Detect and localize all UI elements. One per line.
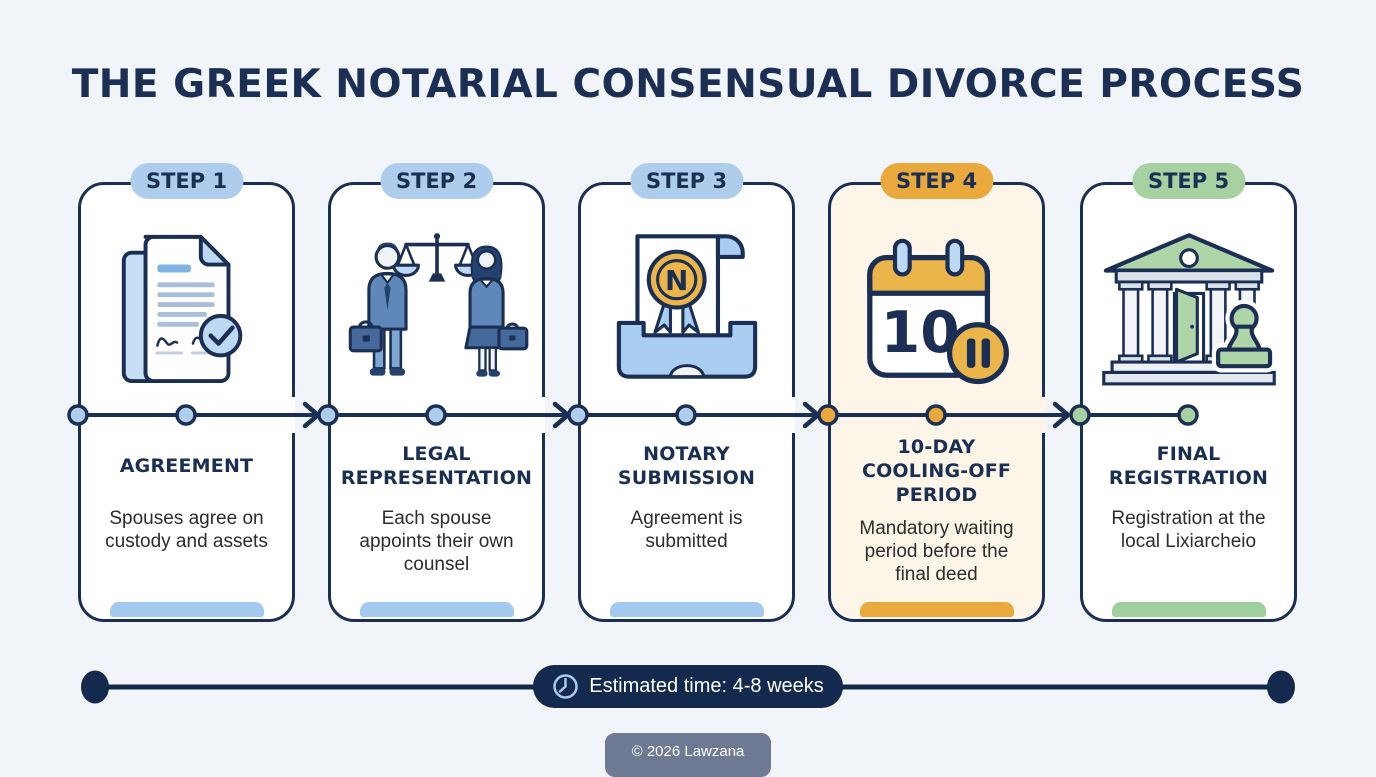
step-description: Mandatory waiting period before the fina… [859, 518, 1014, 585]
arrow-right-icon [552, 401, 571, 429]
step-card-legal-representation: STEP 2 [328, 163, 545, 622]
step-heading: FINAL REGISTRATION [1108, 443, 1269, 489]
svg-text:10: 10 [880, 300, 959, 366]
card-accent-bar [359, 602, 514, 617]
duration-endpoint-right [1267, 670, 1295, 704]
clock-icon [553, 674, 578, 699]
card-accent-bar [1111, 602, 1266, 617]
step-badge: STEP 3 [629, 163, 744, 199]
step-badge: STEP 1 [129, 163, 244, 199]
page-title: THE GREEK NOTARIAL CONSENSUAL DIVORCE PR… [71, 62, 1305, 107]
card-accent-bar [109, 602, 264, 617]
step-card-agreement: STEP 1 AGREEMENT Spouses agree on custod… [78, 163, 295, 622]
registry-building-stamp-icon [1083, 207, 1294, 409]
step-badge: STEP 4 [879, 163, 994, 199]
arrow-right-icon [802, 401, 821, 429]
estimated-time-pill: Estimated time: 4-8 weeks [533, 665, 843, 708]
step-heading: 10-DAY COOLING-OFF PERIOD [861, 436, 1012, 506]
arrow-right-icon [302, 401, 321, 429]
estimated-time-label: Estimated time: 4-8 weeks [589, 675, 824, 697]
step-badge: STEP 2 [379, 163, 494, 199]
copyright-text: © 2026 Lawzana [631, 743, 745, 760]
step-heading: AGREEMENT [119, 455, 254, 477]
copyright-badge: © 2026 Lawzana [605, 733, 771, 777]
step-card-notary-submission: STEP 3 N NOTARY SUBMISSION Agreement is … [578, 163, 795, 622]
svg-text:N: N [665, 264, 688, 297]
arrow-right-icon [1052, 401, 1071, 429]
signed-agreement-document-icon [81, 207, 292, 409]
notary-seal-scroll-tray-icon: N [581, 207, 792, 409]
step-description: Registration at the local Lixiarcheio [1111, 508, 1266, 552]
card-accent-bar [859, 602, 1014, 617]
step-description: Each spouse appoints their own counsel [359, 508, 514, 575]
calendar-10-pause-icon: 10 [831, 207, 1042, 409]
step-card-cooling-off-period: STEP 4 10 10-DAY COOLING-OFF PERIOD Mand… [828, 163, 1045, 622]
step-heading: NOTARY SUBMISSION [617, 443, 756, 489]
step-description: Spouses agree on custody and assets [105, 508, 268, 552]
duration-endpoint-left [81, 670, 109, 704]
step-heading: LEGAL REPRESENTATION [340, 443, 533, 489]
two-lawyers-balance-scale-icon [331, 207, 542, 409]
step-card-final-registration: STEP 5 [1080, 163, 1297, 622]
step-badge: STEP 5 [1131, 163, 1246, 199]
card-accent-bar [609, 602, 764, 617]
step-description: Agreement is submitted [630, 508, 743, 552]
